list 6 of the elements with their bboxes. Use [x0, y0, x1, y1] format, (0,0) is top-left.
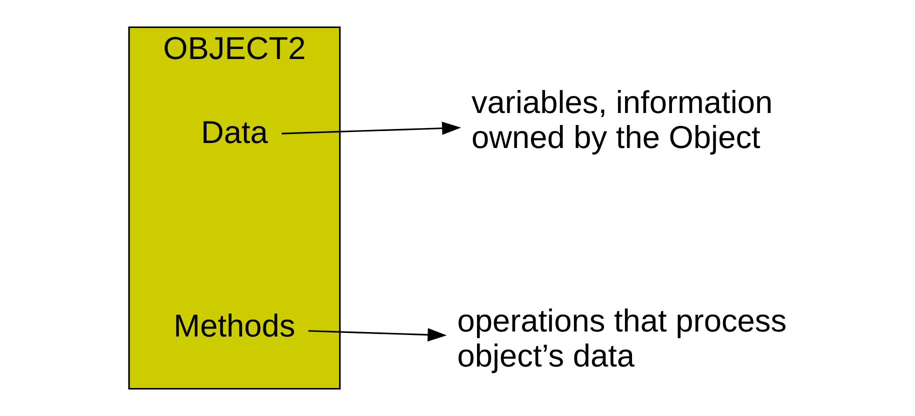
node-text: operations that process object’s data	[456, 302, 786, 374]
arrow	[308, 328, 446, 342]
node-text: variables, information owned by the Object	[470, 84, 772, 155]
arrow	[281, 122, 461, 135]
node-text: Methods	[173, 307, 295, 344]
node-text: Data	[200, 114, 268, 150]
